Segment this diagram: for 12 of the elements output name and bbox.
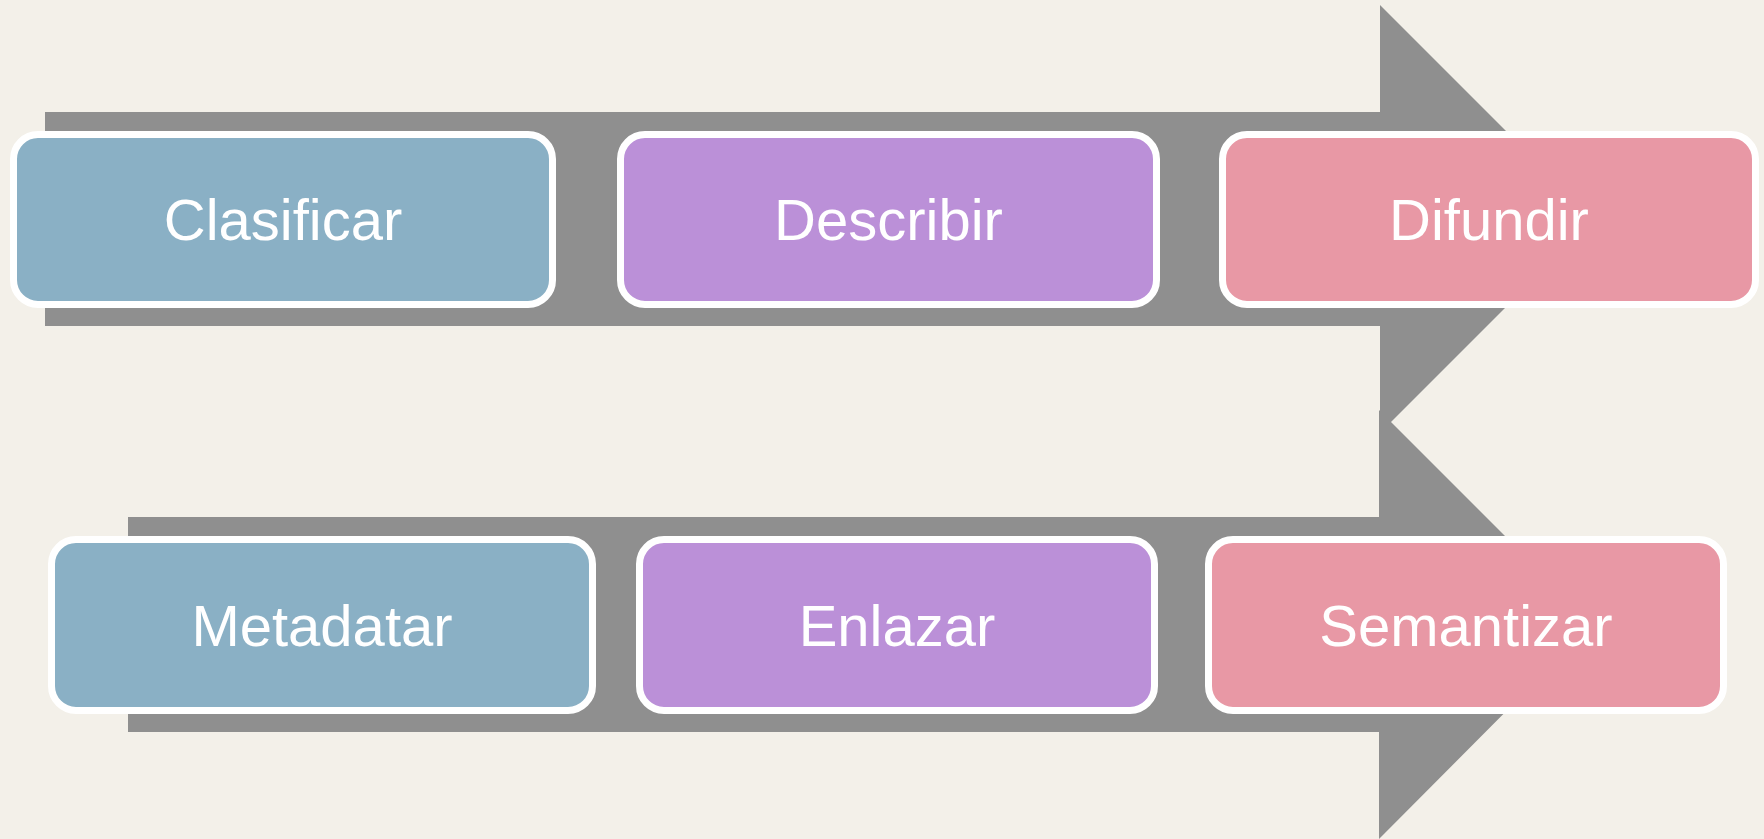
step-box bbox=[636, 536, 1158, 714]
step-label: Clasificar bbox=[163, 186, 403, 253]
step-label: Metadatar bbox=[191, 591, 453, 659]
step-label: Describir bbox=[774, 186, 1003, 253]
step-label: Enlazar bbox=[798, 591, 996, 659]
step-box bbox=[48, 536, 596, 714]
step-label: Semantizar bbox=[1319, 591, 1613, 659]
step-box bbox=[10, 131, 556, 308]
step-box bbox=[1219, 131, 1759, 308]
step-box bbox=[617, 131, 1160, 308]
step-box bbox=[1205, 536, 1727, 714]
step-label: Difundir bbox=[1389, 186, 1589, 253]
